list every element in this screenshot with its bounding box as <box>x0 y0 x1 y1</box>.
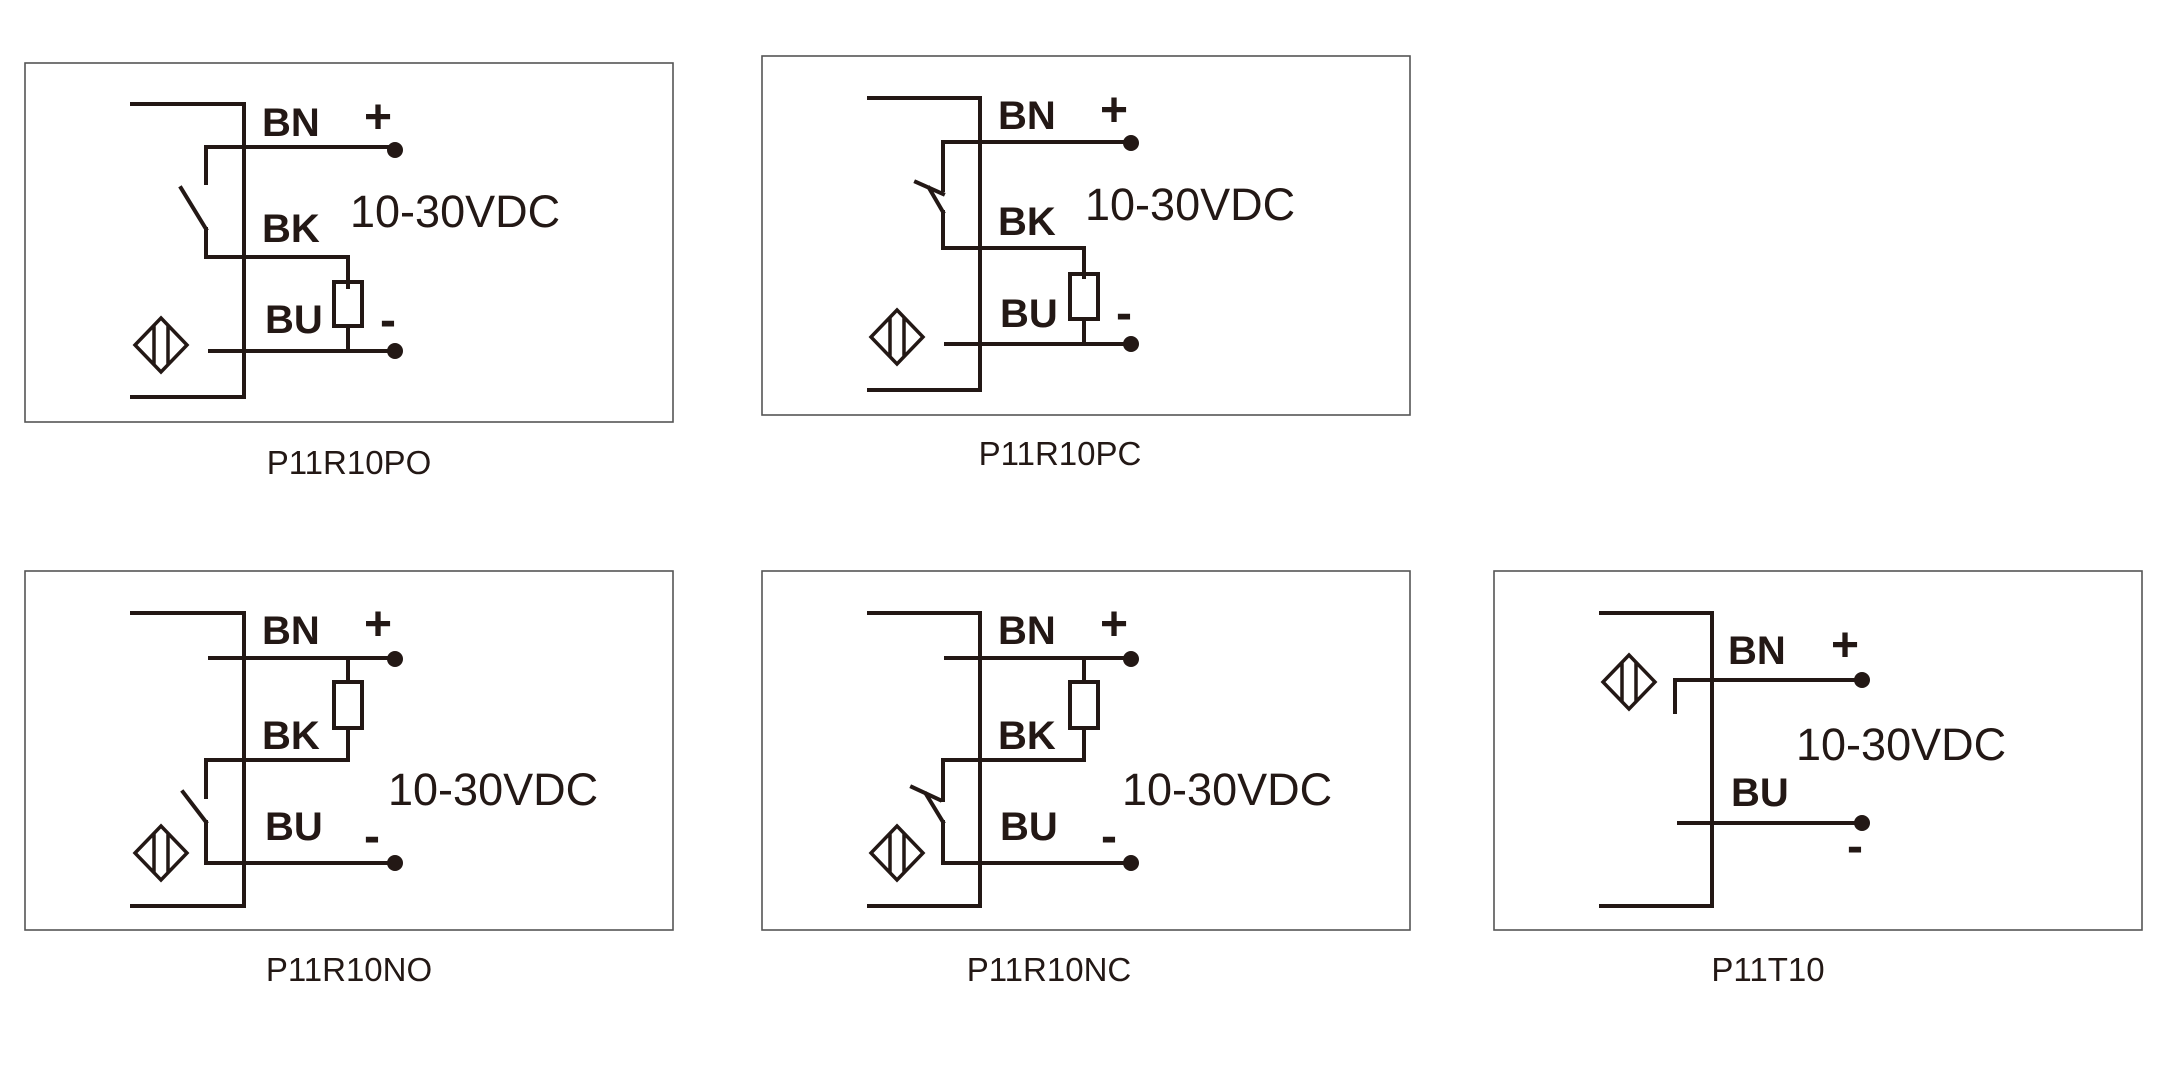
blue-wire <box>204 820 397 865</box>
model-caption: P11R10NO <box>266 951 432 988</box>
plus-sign: + <box>364 91 392 144</box>
positive-terminal <box>1123 651 1139 667</box>
model-caption: P11R10PC <box>979 435 1142 472</box>
minus-sign: - <box>1101 810 1117 863</box>
diagram-p11r10no: BN BK BU + - 10-30VDC P11R10NO <box>24 570 674 988</box>
wire-label-bn: BN <box>1728 629 1786 673</box>
load-resistor <box>1068 680 1100 730</box>
diagram-frame <box>24 62 674 423</box>
diagram-frame <box>761 55 1411 416</box>
supply-voltage: 10-30VDC <box>350 186 560 237</box>
inductive-sensor-icon <box>132 315 190 375</box>
wire-label-bn: BN <box>998 94 1056 138</box>
model-caption: P11R10PO <box>267 444 431 481</box>
black-wire <box>941 210 1086 279</box>
wire-label-bk: BK <box>262 207 320 251</box>
negative-terminal <box>1123 336 1139 352</box>
inductive-sensor-icon <box>132 823 190 883</box>
supply-voltage: 10-30VDC <box>1796 719 2006 770</box>
load-resistor <box>332 680 364 730</box>
supply-voltage: 10-30VDC <box>388 764 598 815</box>
sensor-body-line <box>130 102 246 399</box>
wire-label-bk: BK <box>998 714 1056 758</box>
diagram-frame <box>761 570 1411 931</box>
wire-label-bu: BU <box>1731 771 1789 815</box>
negative-terminal <box>1123 855 1139 871</box>
diagram-frame <box>24 570 674 931</box>
wire-label-bu: BU <box>1000 292 1058 336</box>
wire-label-bn: BN <box>262 101 320 145</box>
wire-label-bn: BN <box>998 609 1056 653</box>
wire-label-bu: BU <box>265 298 323 342</box>
plus-sign: + <box>1100 598 1128 651</box>
model-caption: P11T10 <box>1711 951 1824 988</box>
minus-sign: - <box>364 810 380 863</box>
minus-sign: - <box>1847 820 1863 873</box>
nc-switch-blade <box>926 185 946 215</box>
inductive-sensor-icon <box>1600 652 1658 712</box>
load-resistor <box>1068 272 1100 321</box>
diagram-p11r10nc: BN BK BU + - 10-30VDC P11R10NC <box>761 570 1411 988</box>
diagram-p11r10po: BN BK BU + - 10-30VDC P11R10PO <box>24 62 674 481</box>
plus-sign: + <box>1831 619 1859 672</box>
no-switch-contact <box>180 789 209 825</box>
supply-voltage: 10-30VDC <box>1085 179 1295 230</box>
inductive-sensor-icon <box>868 823 926 883</box>
negative-terminal <box>387 855 403 871</box>
positive-terminal <box>1123 135 1139 151</box>
inductive-sensor-icon <box>868 307 926 367</box>
positive-terminal <box>387 651 403 667</box>
wire-label-bu: BU <box>265 805 323 849</box>
sensor-body-line <box>867 96 982 392</box>
minus-sign: - <box>380 294 396 347</box>
model-caption: P11R10NC <box>967 951 1131 988</box>
wire-label-bk: BK <box>998 200 1056 244</box>
plus-sign: + <box>1100 84 1128 137</box>
negative-terminal <box>1854 815 1870 831</box>
diagram-p11t10: BN BU + - 10-30VDC P11T10 <box>1493 570 2143 988</box>
black-wire <box>204 227 350 289</box>
diagram-frame <box>1493 570 2143 931</box>
black-wire <box>941 726 1086 802</box>
minus-sign: - <box>1116 287 1132 340</box>
blue-wire <box>941 820 1133 865</box>
diagram-p11r10pc: BN BK BU + - 10-30VDC P11R10PC <box>761 55 1411 472</box>
plus-sign: + <box>364 598 392 651</box>
negative-terminal <box>387 343 403 359</box>
wire-label-bn: BN <box>262 609 320 653</box>
wire-label-bu: BU <box>1000 805 1058 849</box>
no-switch-contact <box>178 185 209 232</box>
nc-switch-blade <box>923 791 946 825</box>
positive-terminal <box>1854 672 1870 688</box>
brown-wire <box>1673 678 1864 714</box>
supply-voltage: 10-30VDC <box>1122 764 1332 815</box>
black-wire <box>204 726 350 799</box>
wire-label-bk: BK <box>262 714 320 758</box>
positive-terminal <box>387 142 403 158</box>
sensor-body-line <box>1599 611 1714 908</box>
